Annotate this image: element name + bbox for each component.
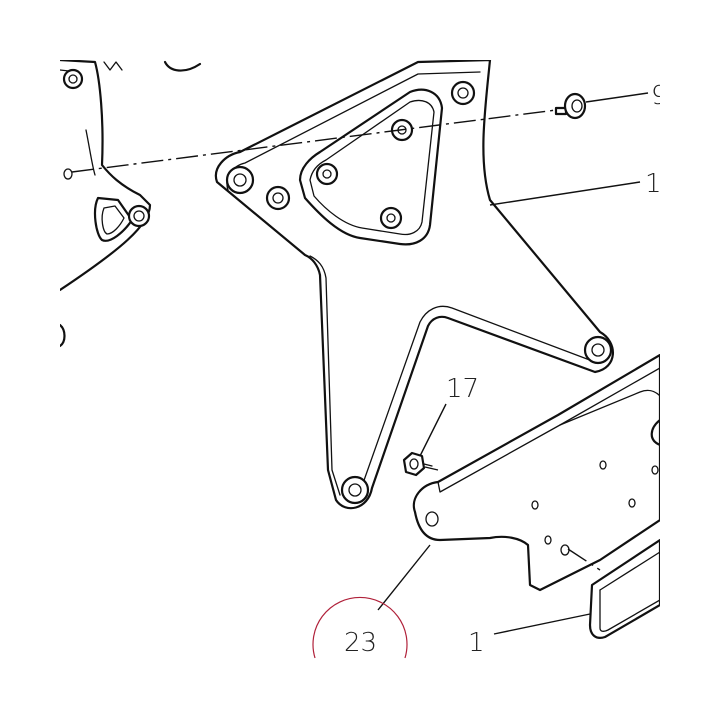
leader-1-top <box>489 181 641 206</box>
leader-9 <box>585 92 649 103</box>
nut-part <box>402 451 433 477</box>
highlight-circle <box>312 596 408 659</box>
callout-1-bottom: 1 <box>468 628 485 658</box>
leader-1-bottom <box>493 613 591 635</box>
callout-9: 9 <box>651 81 668 111</box>
axis-line-reflector <box>567 548 601 571</box>
screw-part <box>554 92 587 120</box>
callout-1-top: 1 <box>645 169 662 199</box>
left-frame-part <box>60 60 202 348</box>
callout-23: 23 <box>344 628 377 658</box>
reflector-part <box>588 538 660 639</box>
axis-line-nut <box>424 466 439 471</box>
axis-line-upper <box>71 109 557 173</box>
mounting-plate-part <box>412 353 660 592</box>
leader-17 <box>419 403 447 457</box>
leader-23 <box>377 544 431 611</box>
callout-17: 17 <box>446 374 479 404</box>
main-bracket-part <box>214 60 614 510</box>
